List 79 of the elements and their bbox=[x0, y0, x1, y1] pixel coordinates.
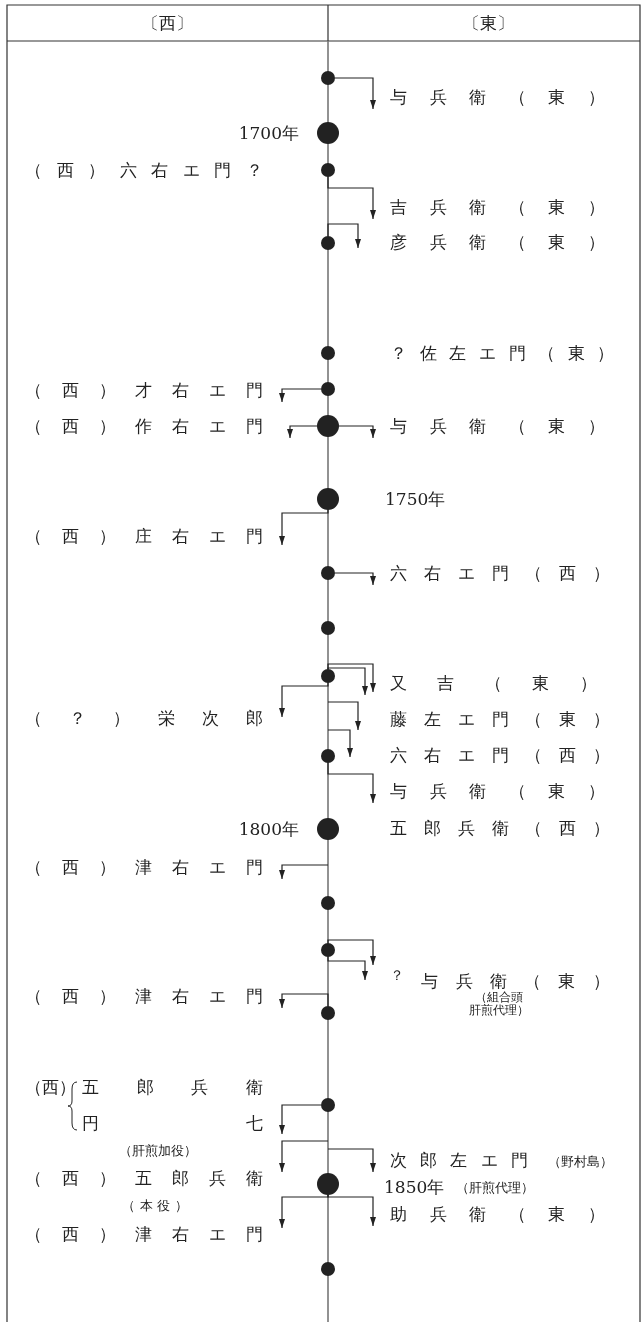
year-label: 1800年 bbox=[237, 817, 299, 841]
arrow bbox=[279, 509, 329, 546]
person-name: 五郎兵衛 bbox=[82, 1076, 267, 1099]
person-name: （西）津右エ門 bbox=[20, 1220, 286, 1250]
arrow bbox=[327, 762, 376, 804]
arrow bbox=[327, 956, 368, 981]
timeline-dot bbox=[321, 71, 335, 85]
person-name: 次郎左エ門 bbox=[369, 1146, 545, 1176]
timeline-dot bbox=[321, 669, 335, 683]
timeline-dot bbox=[321, 749, 335, 763]
person-name: （西）庄右エ門 bbox=[20, 522, 286, 552]
timeline-dot bbox=[317, 818, 339, 840]
year-label: 1700年 bbox=[237, 121, 299, 145]
timeline-dot bbox=[321, 896, 335, 910]
arrow bbox=[334, 77, 376, 110]
side-label: （西） bbox=[25, 1076, 76, 1099]
arrow bbox=[279, 1104, 322, 1135]
timeline-dot bbox=[321, 1262, 335, 1276]
arrow bbox=[327, 176, 376, 220]
timeline-dot bbox=[321, 1006, 335, 1020]
column-header: 〔西〕 bbox=[140, 12, 194, 35]
note-text: （肝煎代理） bbox=[456, 1178, 535, 1197]
person-name: （西）作右エ門 bbox=[20, 412, 294, 442]
note-text: （組合頭肝煎代理） bbox=[468, 991, 530, 1017]
person-name: （西）五郎兵衛 bbox=[20, 1164, 286, 1194]
year-label: 1850年 bbox=[384, 1176, 446, 1198]
person-name: （西）津右エ門 bbox=[20, 982, 286, 1012]
person-name: 六右エ門（西） bbox=[346, 741, 631, 771]
timeline-dot bbox=[317, 1173, 339, 1195]
person-name: 与兵衛（東） bbox=[369, 777, 631, 807]
person-name: 円七 bbox=[82, 1112, 267, 1135]
arrow bbox=[327, 1194, 376, 1227]
timeline-dot bbox=[321, 163, 335, 177]
arrow bbox=[334, 572, 376, 586]
year-label: 1750年 bbox=[385, 487, 447, 511]
arrow bbox=[279, 864, 329, 880]
arrow bbox=[327, 1148, 376, 1173]
arrow bbox=[279, 993, 329, 1009]
arrow bbox=[279, 1140, 329, 1173]
timeline-dot bbox=[321, 621, 335, 635]
person-name: 六右エ門（西） bbox=[369, 559, 631, 589]
person-name: 藤左エ門（東） bbox=[354, 705, 631, 735]
person-name: （西）津右エ門 bbox=[20, 853, 286, 883]
person-name: $^{？}$与兵衛（東） bbox=[361, 961, 631, 991]
arrow bbox=[327, 223, 361, 249]
arrow bbox=[327, 729, 353, 758]
person-name: （？）栄次郎 bbox=[20, 704, 286, 734]
arrow bbox=[279, 1194, 329, 1229]
timeline-dot bbox=[317, 122, 339, 144]
column-header: 〔東〕 bbox=[461, 12, 515, 35]
note-text: （本役） bbox=[122, 1196, 192, 1215]
arrow bbox=[287, 425, 318, 439]
arrow bbox=[327, 939, 376, 966]
person-name: 与兵衛（東） bbox=[369, 83, 631, 113]
person-name: 又吉（東） bbox=[361, 669, 631, 699]
timeline-dot bbox=[321, 236, 335, 250]
timeline-dot bbox=[321, 566, 335, 580]
arrow bbox=[279, 682, 329, 718]
arrow bbox=[327, 663, 376, 693]
person-name: 五郎兵衛（西） bbox=[372, 814, 631, 844]
note-text: （野村島） bbox=[548, 1152, 614, 1171]
note-text: （肝煎加役） bbox=[118, 1141, 198, 1160]
arrow bbox=[338, 425, 376, 439]
timeline-dot bbox=[321, 382, 335, 396]
person-name: 彦兵衛（東） bbox=[354, 228, 631, 258]
person-name: 助兵衛（東） bbox=[369, 1200, 631, 1230]
person-name: （西）六右エ門？ bbox=[20, 156, 284, 186]
timeline-dot bbox=[321, 1098, 335, 1112]
timeline-dot bbox=[321, 346, 335, 360]
timeline-dot bbox=[321, 943, 335, 957]
timeline-dot bbox=[317, 415, 339, 437]
person-name: 吉兵衛（東） bbox=[369, 193, 631, 223]
person-name: ？佐左エ門（東） bbox=[372, 339, 631, 369]
arrow bbox=[279, 388, 322, 403]
person-name: （西）才右エ門 bbox=[20, 376, 286, 406]
person-name: 与兵衛（東） bbox=[369, 412, 631, 442]
timeline-dot bbox=[317, 488, 339, 510]
arrow bbox=[327, 667, 368, 696]
arrow bbox=[327, 701, 361, 731]
